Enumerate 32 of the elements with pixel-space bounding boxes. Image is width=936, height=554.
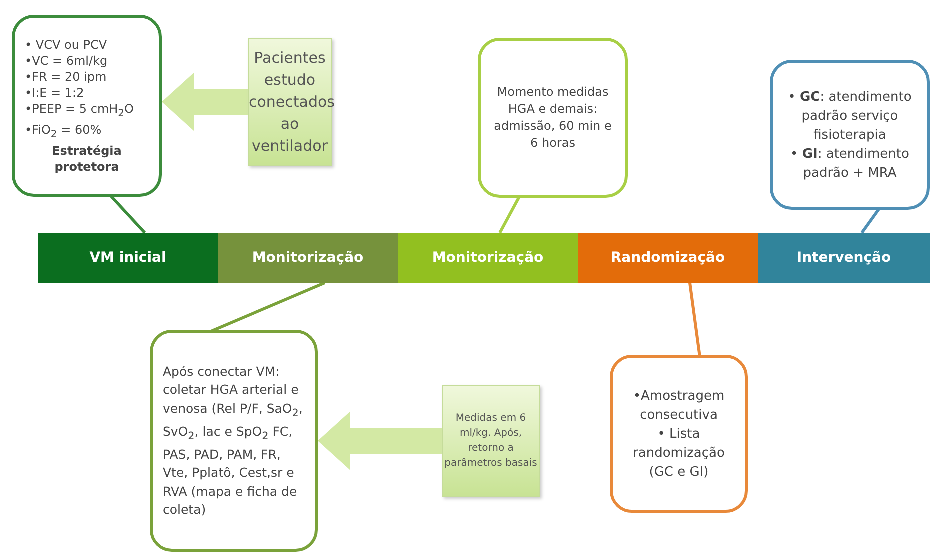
segment-label: Randomização — [610, 250, 726, 266]
speech-bubble — [610, 355, 748, 513]
block-arrow — [318, 412, 442, 470]
bubble-text: •I:E = 1:2 — [25, 84, 86, 101]
bubble-text: •FR = 20 ipm — [25, 68, 108, 85]
speech-bubble — [770, 60, 930, 210]
bubble-text: Estratégia protetora — [51, 143, 123, 176]
segment-label: Monitorização — [431, 250, 545, 266]
bubble-text: •FiO$_{2}$ = 60% — [25, 122, 103, 142]
speech-bubble — [478, 38, 628, 198]
segment-label: VM inicial — [88, 250, 168, 266]
speech-bubble — [12, 15, 162, 197]
callout-box — [442, 385, 540, 497]
bubble-text: •VC = 6ml/kg — [25, 52, 109, 69]
speech-bubble — [150, 330, 318, 552]
bubble-text: • Lista randomização (GC e GI) — [632, 426, 726, 482]
timeline-segment — [578, 233, 758, 283]
bubble-text: • GI: atendimento padrão + MRA — [790, 146, 910, 182]
bubble-text: • GC: atendimento padrão serviço fisioterapia — [787, 88, 913, 144]
bubble-text: •PEEP = 5 cmH$_{2}$O — [25, 100, 135, 121]
segment-label: Intervenção — [796, 250, 892, 266]
block-arrow — [162, 73, 248, 131]
bubble-text: • VCV ou PCV — [25, 36, 108, 53]
timeline-segment — [758, 233, 930, 283]
timeline-segment — [398, 233, 578, 283]
callout-text: Medidas em 6 ml/kg. Após, retorno a parâmetros basais — [444, 412, 538, 471]
bubble-text: •Amostragem consecutiva — [632, 388, 726, 424]
timeline-segment — [218, 233, 398, 283]
bubble-text: Após conectar VM: coletar HGA arterial e venosa (Rel P/F, SaO$_{2}$, SvO$_{2}$, lac e SpO$_{2}$ FC, PAS, PAD, PAM, FR, Vte, Pplatô, Cest,sr e RVA (mapa e ficha de coleta) — [163, 362, 304, 519]
bubble-text: Momento medidas HGA e demais: admissão, 60 min e 6 horas — [493, 84, 613, 152]
segment-label: Monitorização — [251, 250, 365, 266]
timeline-segment — [38, 233, 218, 283]
